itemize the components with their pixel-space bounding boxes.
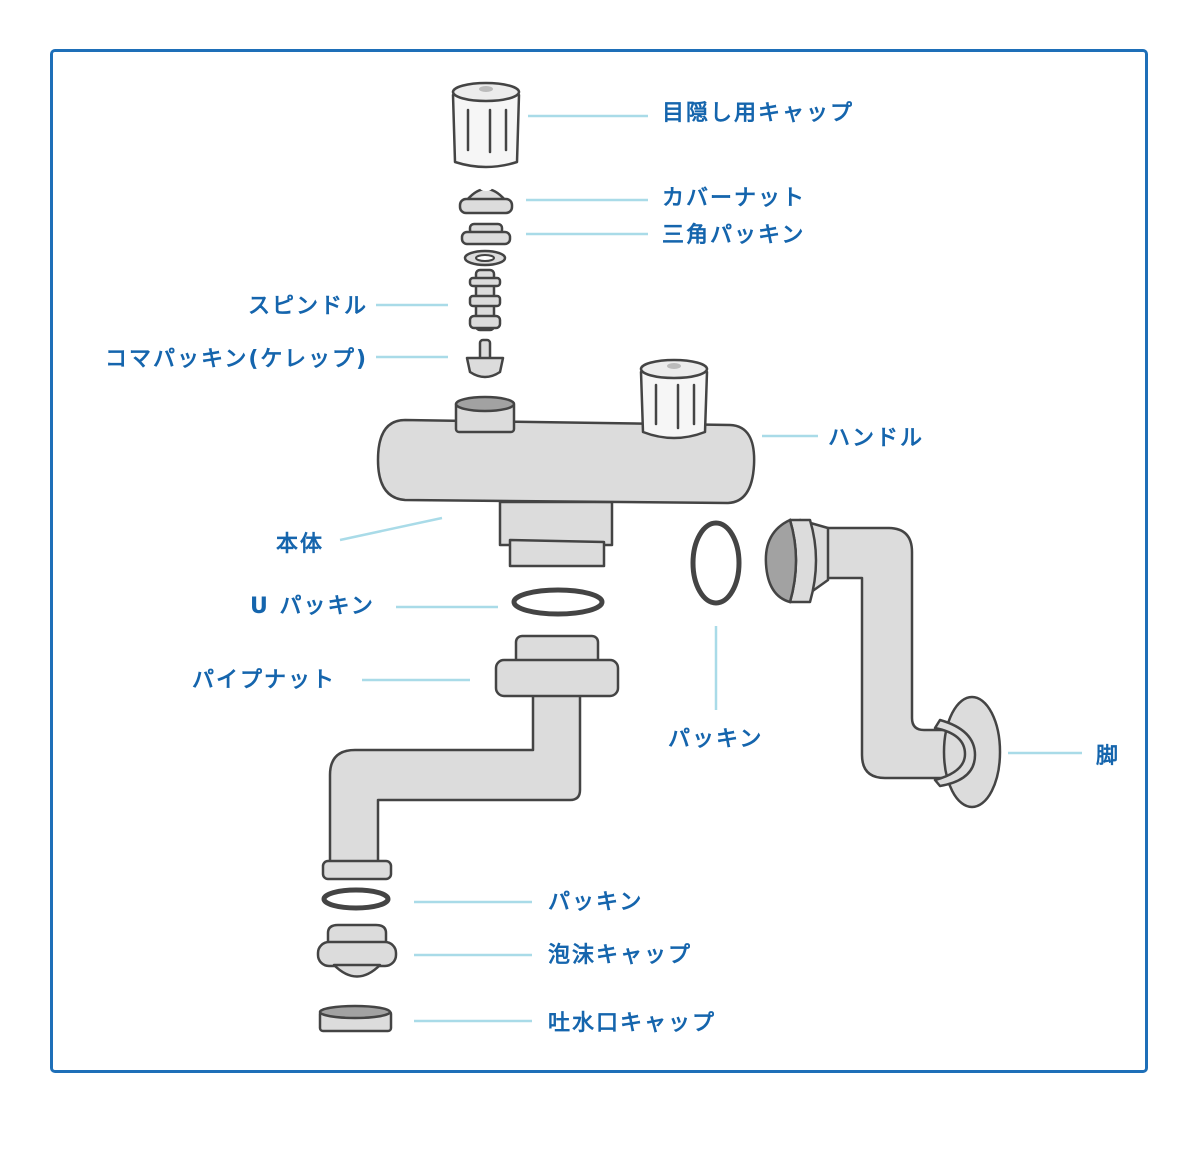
label-cap: 目隠し用キャップ [662, 101, 854, 126]
label-packing-bottom: パッキン [548, 890, 643, 915]
label-bubble-cap: 泡沫キャップ [548, 942, 692, 968]
packing-ring-bottom [321, 887, 391, 911]
leader-line-body [339, 516, 443, 542]
label-top-packing: コマパッキン(ケレップ) [105, 347, 368, 372]
diagram-frame [50, 49, 1148, 1073]
label-u-packing: U パッキン [250, 594, 375, 619]
cover-nut-part [458, 185, 514, 215]
label-spout-cap: 吐水口キャップ [548, 1011, 716, 1036]
triangle-packing-part [460, 222, 512, 246]
cap-part [451, 81, 521, 169]
label-cover-nut: カバーナット [662, 186, 806, 211]
spout-cap-part [318, 1004, 393, 1033]
label-handle: ハンドル [828, 426, 924, 451]
label-packing-mid: パッキン [668, 727, 763, 752]
bubble-cap-part [316, 923, 398, 978]
label-triangle-packing: 三角パッキン [662, 222, 805, 248]
leg-part [764, 518, 1002, 809]
label-body: 本体 [276, 532, 324, 557]
label-leg: 脚 [1096, 744, 1120, 769]
label-spindle: スピンドル [248, 294, 368, 319]
body-part [376, 358, 756, 568]
u-packing-part [511, 587, 605, 617]
label-pipe-nut: パイプナット [192, 668, 336, 693]
spindle-part [468, 268, 502, 332]
packing-ring-mid [690, 520, 742, 606]
pipe-nut-part [321, 634, 620, 881]
top-packing-part [465, 338, 505, 379]
washer-part [463, 249, 507, 267]
